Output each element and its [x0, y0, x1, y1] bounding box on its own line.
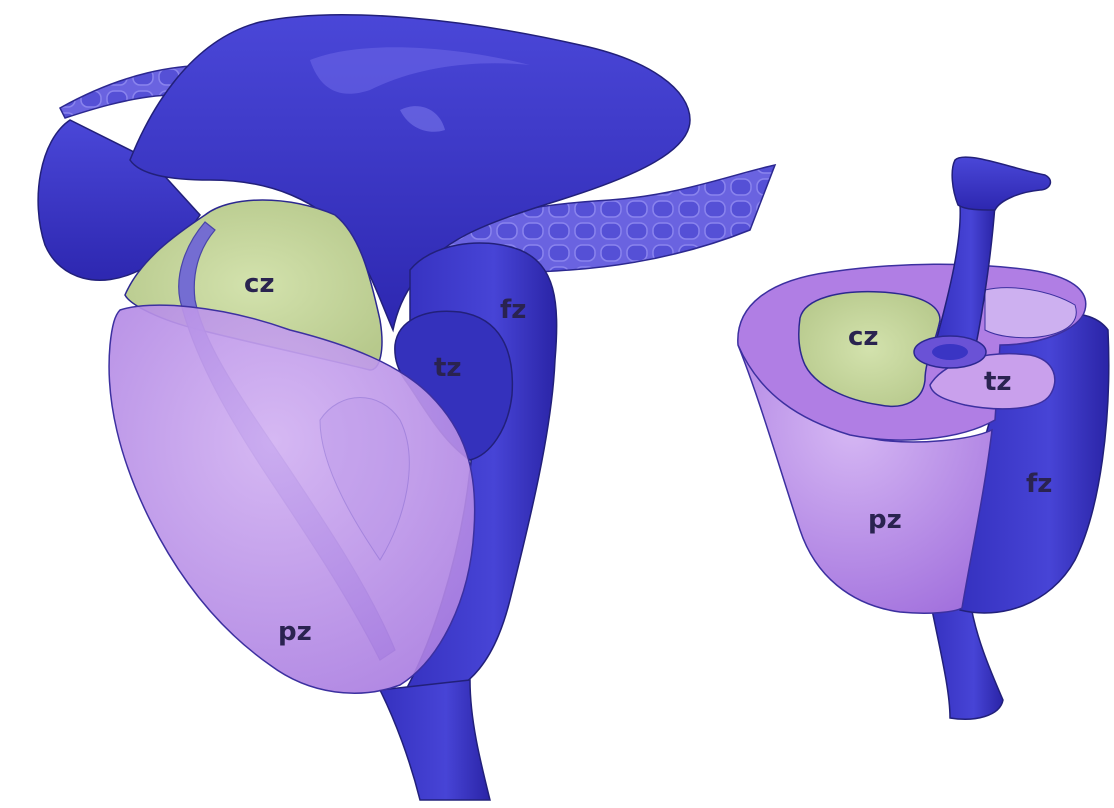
right-urethra-flare	[952, 157, 1050, 210]
right-label-pz: pz	[868, 505, 902, 535]
left-view: cz tz fz pz	[38, 15, 775, 800]
right-label-fz: fz	[1026, 469, 1052, 499]
right-label-tz: tz	[984, 367, 1012, 397]
right-urethra-apex	[930, 600, 1003, 719]
right-view: cz tz fz pz	[738, 157, 1109, 719]
left-label-tz: tz	[434, 353, 462, 383]
left-urethra-apex	[380, 680, 490, 800]
left-label-cz: cz	[244, 269, 275, 299]
left-label-fz: fz	[500, 295, 526, 325]
right-label-cz: cz	[848, 322, 879, 352]
right-urethra-lumen	[932, 344, 968, 360]
left-label-pz: pz	[278, 617, 312, 647]
